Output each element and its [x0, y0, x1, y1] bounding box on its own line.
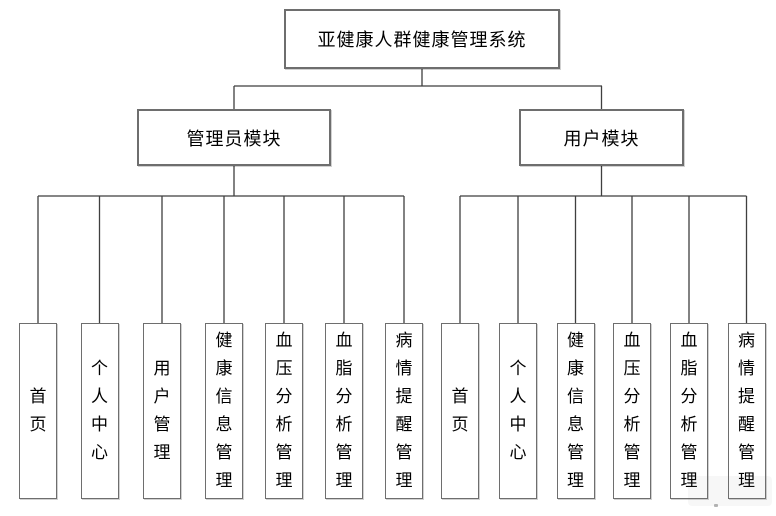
leaf-node-user-personal-center: 个 人 中 心: [499, 323, 537, 499]
watermark-smudge: [688, 476, 772, 506]
branch-node-admin: 管理员模块: [137, 109, 331, 166]
leaf-node-admin-personal-center: 个 人 中 心: [80, 323, 119, 499]
leaf-node-user-blood-lipid: 血 脂 分 析 管 理: [670, 323, 708, 499]
watermark-dot: [714, 504, 718, 507]
leaf-node-user-health-info: 健 康 信 息 管 理: [556, 323, 595, 499]
leaf-node-admin-illness-remind: 病 情 提 醒 管 理: [385, 323, 423, 499]
leaf-node-admin-home: 首 页: [19, 323, 57, 499]
leaf-node-admin-blood-pressure: 血 压 分 析 管 理: [265, 323, 303, 499]
leaf-node-user-blood-pressure: 血 压 分 析 管 理: [613, 323, 651, 499]
root-node: 亚健康人群健康管理系统: [284, 9, 560, 69]
leaf-node-admin-blood-lipid: 血 脂 分 析 管 理: [325, 323, 363, 499]
connector-paths: [37, 69, 748, 324]
branch-node-user: 用户模块: [519, 109, 684, 166]
leaf-node-admin-health-info: 健 康 信 息 管 理: [205, 323, 243, 499]
leaf-node-admin-user-mgmt: 用 户 管 理: [143, 323, 181, 499]
leaf-node-user-illness-remind: 病 情 提 醒 管 理: [727, 323, 766, 499]
leaf-node-user-home: 首 页: [441, 323, 479, 499]
